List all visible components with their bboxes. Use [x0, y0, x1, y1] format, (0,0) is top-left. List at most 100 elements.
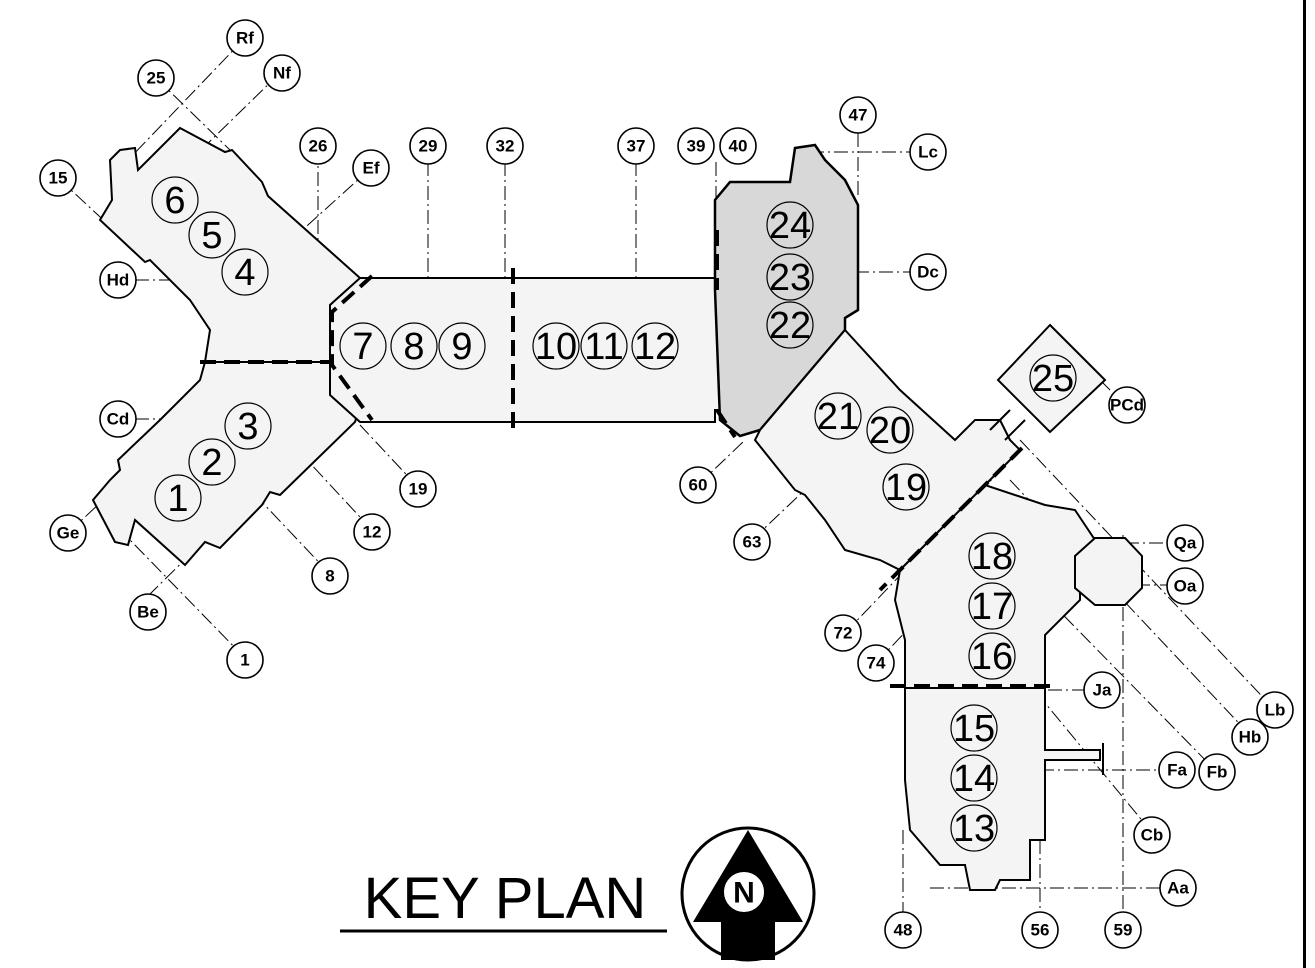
area-number-label: 24: [769, 205, 811, 247]
key-plan-title: KEY PLAN: [364, 866, 647, 931]
wing-east-diagonal: [753, 328, 1022, 572]
wing-grey-block: [713, 143, 860, 438]
area-number-label: 19: [885, 467, 927, 509]
area-number-22: 22: [766, 301, 814, 349]
area-number-label: 3: [237, 406, 258, 448]
grid-bubble-label: 8: [325, 567, 334, 586]
area-number-19: 19: [882, 463, 930, 511]
grid-bubble-label: 39: [687, 137, 706, 156]
grid-bubble-ge: Ge: [49, 514, 87, 552]
grid-bubble-label: Rf: [236, 29, 254, 48]
area-number-21: 21: [814, 392, 862, 440]
grid-bubble-cb: Cb: [1133, 816, 1171, 854]
grid-bubble-19: 19: [399, 470, 437, 508]
grid-bubble-label: Aa: [1167, 879, 1189, 898]
area-number-2: 2: [188, 438, 236, 486]
grid-bubble-cd: Cd: [99, 400, 137, 438]
grid-bubble-label: Nf: [273, 64, 291, 83]
grid-bubble-label: Fb: [1207, 763, 1228, 782]
area-number-label: 13: [953, 808, 995, 850]
area-number-label: 20: [869, 410, 911, 452]
grid-bubble-label: Qa: [1174, 534, 1197, 553]
area-number-label: 25: [1032, 358, 1074, 400]
area-number-label: 18: [971, 536, 1013, 578]
area-number-25: 25: [1029, 354, 1077, 402]
grid-bubble-74: 74: [857, 644, 895, 682]
grid-bubble-63: 63: [733, 523, 771, 561]
wing-southwest: [91, 361, 362, 567]
area-number-label: 17: [971, 586, 1013, 628]
wing-southeast-lower: [904, 687, 1101, 891]
grid-bubble-rf: Rf: [226, 19, 264, 57]
grid-bubble-lb: Lb: [1256, 691, 1294, 729]
grid-bubble-25: 25: [137, 59, 175, 97]
area-number-20: 20: [866, 406, 914, 454]
grid-bubble-fb: Fb: [1198, 753, 1236, 791]
area-number-18: 18: [968, 532, 1016, 580]
grid-bubble-15: 15: [39, 159, 77, 197]
north-arrow-icon: N: [680, 826, 816, 962]
area-number-label: 15: [953, 708, 995, 750]
area-number-label: 16: [971, 636, 1013, 678]
grid-bubble-label: 56: [1031, 921, 1050, 940]
grid-bubble-label: 32: [496, 137, 515, 156]
area-number-13: 13: [950, 804, 998, 852]
grid-bubble-label: Lc: [918, 143, 938, 162]
area-number-label: 5: [201, 215, 222, 257]
grid-bubble-ef: Ef: [352, 149, 390, 187]
area-number-label: 10: [535, 326, 577, 368]
area-number-15: 15: [950, 704, 998, 752]
area-number-3: 3: [224, 402, 272, 450]
grid-bubble-label: Ge: [57, 524, 80, 543]
area-number-label: 8: [403, 326, 424, 368]
area-number-17: 17: [968, 582, 1016, 630]
area-number-9: 9: [438, 322, 486, 370]
match-lines: [200, 230, 1055, 688]
grid-bubble-hb: Hb: [1231, 718, 1269, 756]
area-number-label: 1: [167, 478, 188, 520]
grid-bubble-label: 15: [49, 169, 68, 188]
grid-bubble-label: 74: [867, 654, 886, 673]
grid-bubble-be: Be: [129, 593, 167, 631]
grid-bubble-label: 47: [849, 106, 868, 125]
grid-bubble-label: Hd: [107, 271, 130, 290]
area-number-8: 8: [390, 322, 438, 370]
area-number-10: 10: [532, 322, 580, 370]
grid-bubble-8: 8: [311, 557, 349, 595]
area-number-label: 14: [953, 758, 995, 800]
grid-bubble-label: Be: [137, 603, 159, 622]
grid-bubble-label: 1: [240, 651, 249, 670]
area-number-12: 12: [631, 322, 679, 370]
area-number-16: 16: [968, 632, 1016, 680]
grid-bubble-aa: Aa: [1159, 869, 1197, 907]
area-number-14: 14: [950, 754, 998, 802]
grid-bubble-oa: Oa: [1166, 567, 1204, 605]
grid-bubble-56: 56: [1021, 911, 1059, 949]
area-number-7: 7: [339, 322, 387, 370]
grid-bubble-1: 1: [226, 641, 264, 679]
grid-bubble-label: Cd: [107, 410, 130, 429]
grid-bubble-label: Oa: [1174, 577, 1197, 596]
area-number-1: 1: [154, 474, 202, 522]
grid-bubble-48: 48: [884, 911, 922, 949]
grid-bubble-label: 12: [363, 523, 382, 542]
area-number-6: 6: [151, 176, 199, 224]
grid-bubble-label: PCd: [1110, 396, 1144, 415]
grid-bubble-label: 25: [147, 69, 166, 88]
grid-bubble-label: 60: [689, 476, 708, 495]
grid-bubble-label: 19: [409, 480, 428, 499]
area-number-24: 24: [766, 201, 814, 249]
grid-bubble-hd: Hd: [99, 261, 137, 299]
grid-bubble-label: Cb: [1141, 826, 1164, 845]
grid-bubble-label: 29: [419, 137, 438, 156]
area-number-11: 11: [580, 322, 628, 370]
area-number-label: 4: [234, 252, 255, 294]
grid-bubble-label: 59: [1114, 921, 1133, 940]
pavilion-25: [996, 323, 1107, 434]
area-number-label: 7: [352, 326, 373, 368]
grid-bubble-39: 39: [677, 127, 715, 165]
grid-bubble-pcd: PCd: [1108, 386, 1146, 424]
grid-bubble-qa: Qa: [1166, 524, 1204, 562]
